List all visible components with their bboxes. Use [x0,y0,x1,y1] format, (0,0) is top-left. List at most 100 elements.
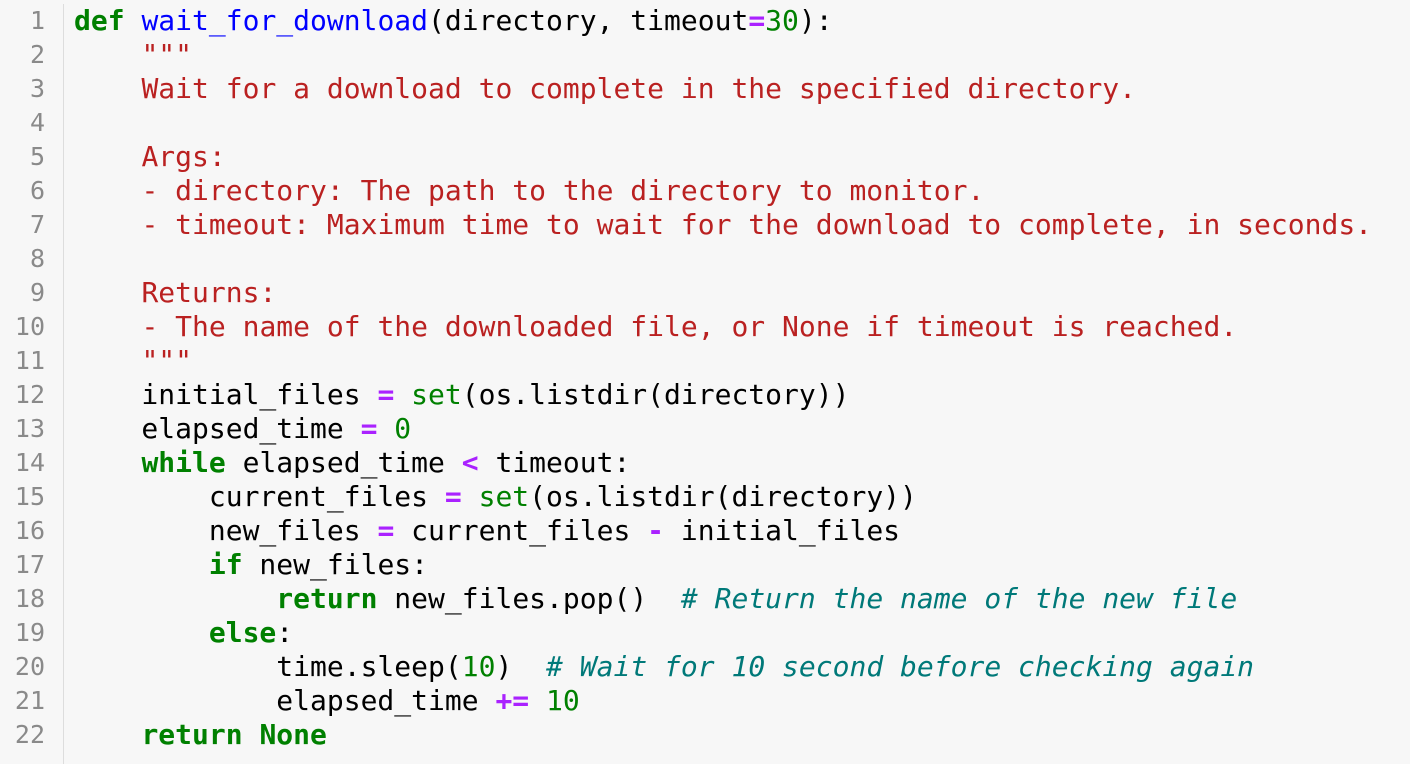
code-text-token [74,174,141,207]
line-number: 22 [14,720,45,749]
line-number: 2 [29,40,45,69]
code-line[interactable]: else: [74,616,1410,650]
code-text-token [74,38,141,71]
operator-token: - [647,514,665,547]
keyword-token: return [141,718,243,751]
code-line[interactable]: time.sleep(10) # Wait for 10 second befo… [74,650,1410,684]
code-text-token: ) [495,650,547,683]
code-text-token [394,378,411,411]
code-line[interactable]: """ [74,38,1410,72]
code-line[interactable]: return new_files.pop() # Return the name… [74,582,1410,616]
code-line[interactable]: if new_files: [74,548,1410,582]
code-text-token: elapsed_time [74,412,361,445]
code-text-token [74,582,276,615]
docstring-token: - The name of the downloaded file, or No… [141,310,1238,343]
docstring-token: - timeout: Maximum time to wait for the … [141,208,1373,241]
code-line[interactable]: new_files = current_files - initial_file… [74,514,1410,548]
comment-token: # Return the name of the new file [680,582,1238,615]
operator-token: = [377,378,395,411]
code-text-token [74,276,141,309]
code-text-token [74,548,209,581]
line-number: 8 [29,244,45,273]
keyword-token: return [276,582,378,615]
line-number: 12 [14,380,45,409]
code-line[interactable]: Wait for a download to complete in the s… [74,72,1410,106]
docstring-token: Returns: [141,276,277,309]
operator-token: += [495,684,530,717]
keyword-token: None [259,718,327,751]
code-text-token [243,718,260,751]
code-line[interactable]: while elapsed_time < timeout: [74,446,1410,480]
code-line[interactable]: elapsed_time += 10 [74,684,1410,718]
line-number: 10 [14,312,45,341]
code-line[interactable]: - directory: The path to the directory t… [74,174,1410,208]
code-line[interactable]: current_files = set(os.listdir(directory… [74,480,1410,514]
code-line[interactable]: def wait_for_download(directory, timeout… [74,4,1410,38]
comment-token: # Wait for 10 second before checking aga… [546,650,1255,683]
code-text-token: (os.listdir(directory)) [529,480,917,513]
code-text-token: new_files [74,514,378,547]
function-name-token: wait_for_download [141,4,429,37]
code-text-token: initial_files [664,514,901,547]
code-text-token [74,310,141,343]
code-line[interactable]: - The name of the downloaded file, or No… [74,310,1410,344]
keyword-token: while [141,446,226,479]
line-number: 13 [14,414,45,443]
code-text-token: current_files [74,480,445,513]
code-text-token [462,480,479,513]
keyword-token: else [208,616,277,649]
docstring-token: """ [141,344,193,377]
line-number: 4 [29,108,45,137]
line-number: 14 [14,448,45,477]
code-text-token: (os.listdir(directory)) [461,378,850,411]
docstring-token: Wait for a download to complete in the s… [141,72,1137,105]
code-text-token: time.sleep( [74,650,462,683]
line-number: 7 [29,210,45,239]
code-text-token: current_files [394,514,648,547]
code-text-token [74,72,141,105]
builtin-token: set [411,378,462,411]
code-area[interactable]: def wait_for_download(directory, timeout… [74,4,1410,764]
code-line[interactable]: return None [74,718,1410,752]
line-number: 9 [29,278,45,307]
line-number: 21 [14,686,45,715]
operator-token: = [360,412,378,445]
code-line[interactable]: Args: [74,140,1410,174]
line-number: 3 [29,74,45,103]
code-line[interactable]: elapsed_time = 0 [74,412,1410,446]
code-text-token: ): [798,4,833,37]
line-number: 5 [29,142,45,171]
code-text-token: new_files.pop() [377,582,681,615]
line-number: 1 [29,6,45,35]
code-text-token [74,718,141,751]
builtin-token: set [478,480,530,513]
docstring-token: """ [141,38,193,71]
line-number: 20 [14,652,45,681]
code-text-token: (directory, timeout [428,4,749,37]
code-text-token [529,684,546,717]
line-number: 11 [14,346,45,375]
line-number: 19 [14,618,45,647]
code-text-token [125,4,142,37]
code-line[interactable]: Returns: [74,276,1410,310]
code-line[interactable] [74,106,1410,140]
operator-token: = [377,514,395,547]
line-number: 6 [29,176,45,205]
line-number: 17 [14,550,45,579]
keyword-token: def [74,4,125,37]
code-text-token: : [276,616,294,649]
code-line[interactable]: - timeout: Maximum time to wait for the … [74,208,1410,242]
docstring-token: - directory: The path to the directory t… [141,174,985,207]
code-line[interactable]: """ [74,344,1410,378]
code-text-token [74,616,209,649]
code-text-token [74,208,141,241]
code-text-token [74,344,141,377]
code-text-token [74,446,141,479]
code-line[interactable]: initial_files = set(os.listdir(directory… [74,378,1410,412]
number-token: 10 [546,684,580,717]
keyword-token: if [208,548,243,581]
code-line[interactable] [74,242,1410,276]
number-token: 10 [461,650,496,683]
code-text-token: elapsed_time [74,684,496,717]
